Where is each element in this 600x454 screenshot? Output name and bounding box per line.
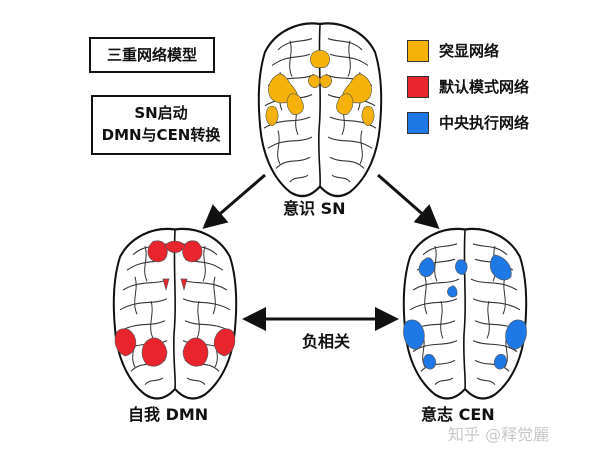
switch-box: SN启动 DMN与CEN转换 xyxy=(91,95,231,155)
brain-sn xyxy=(257,22,383,198)
cen-region xyxy=(403,254,527,370)
brain-cen xyxy=(402,227,528,400)
legend-swatch-central-executive xyxy=(407,112,429,134)
label-cen: 意志 CEN xyxy=(421,405,495,424)
sn-region xyxy=(265,49,375,127)
switch-line-2: DMN与CEN转换 xyxy=(101,126,221,144)
brain-dmn xyxy=(112,227,238,400)
label-dmn: 自我 DMN xyxy=(128,405,209,424)
title-box: 三重网络模型 xyxy=(89,37,215,73)
watermark: 知乎 @释觉麗 xyxy=(448,425,550,444)
label-sn: 意识 SN xyxy=(283,199,346,218)
legend-label-default-mode: 默认模式网络 xyxy=(439,78,530,96)
legend-label-salience: 突显网络 xyxy=(439,42,500,60)
legend-swatch-default-mode xyxy=(407,76,429,98)
dmn-region xyxy=(114,240,236,367)
arrow-sn-to-cen xyxy=(377,173,440,229)
legend-swatch-salience xyxy=(407,40,429,62)
arrow-sn-to-dmn xyxy=(202,173,266,229)
label-relation: 负相关 xyxy=(302,332,351,351)
switch-line-1: SN启动 xyxy=(134,104,188,122)
legend-label-central-executive: 中央执行网络 xyxy=(439,114,530,132)
